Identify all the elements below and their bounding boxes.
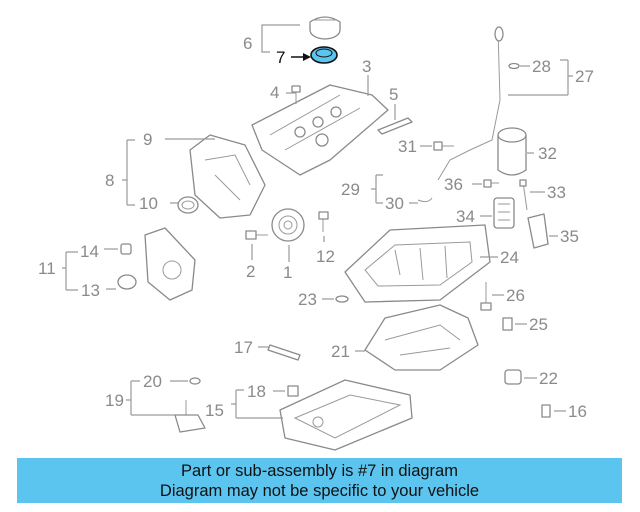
callout-15: 15 [205,401,224,420]
part-30-tube [417,197,433,203]
part-4-bolt [291,85,301,104]
callout-23: 23 [298,290,317,309]
callout-29: 29 [341,180,360,199]
parts-diagram: 6 7 3 4 5 9 8 10 [38,16,594,451]
callout-7: 7 [276,48,285,67]
part-7-seal [310,46,338,64]
callout-19: 19 [105,391,124,410]
part-31-bolt [433,141,454,151]
part-33-stud [519,179,528,211]
callout-10: 10 [139,194,158,213]
part-24-upper-pan [344,224,491,303]
part-19-pickup [174,400,206,433]
part-9-timing-cover [189,134,266,219]
part-1-pulley [271,208,305,242]
part-14-plug [120,243,132,255]
part-20-oring [189,377,201,385]
banner-line-2: Diagram may not be specific to your vehi… [159,481,480,500]
callout-6: 6 [243,34,252,53]
callout-13: 13 [81,281,100,300]
callout-3: 3 [362,57,371,76]
part-21-baffle [364,304,479,371]
part-16-plug [541,404,551,418]
part-12-bolt [318,211,329,232]
part-35-gasket [527,213,549,249]
callout-36: 36 [444,175,463,194]
callout-27: 27 [575,67,594,86]
callout-9: 9 [143,130,152,149]
part-22-sensor [504,369,522,385]
callout-2: 2 [246,262,255,281]
part-13-seal [117,274,137,290]
callout-17: 17 [234,338,253,357]
callout-12: 12 [316,247,335,266]
callout-11: 11 [38,259,56,278]
callout-32: 32 [538,144,557,163]
callout-25: 25 [529,315,548,334]
part-17-pipe [267,344,301,361]
part-23-oring [335,295,349,303]
callout-30: 30 [385,194,404,213]
callout-20: 20 [143,372,162,391]
part-18-plug [287,385,299,397]
callout-33: 33 [547,183,566,202]
part-25-bolt [502,317,513,331]
callout-14: 14 [80,242,99,261]
callout-21: 21 [331,342,350,361]
part-34-cooler [493,197,515,229]
callout-8: 8 [105,171,114,190]
banner-line-1: Part or sub-assembly is #7 in diagram [181,461,458,480]
callout-28: 28 [532,57,551,76]
callout-31: 31 [398,137,417,156]
callout-5: 5 [389,85,398,104]
part-11-lower-cover [144,227,196,301]
callout-26: 26 [506,286,525,305]
info-banner: Part or sub-assembly is #7 in diagram Di… [17,458,622,503]
callout-24: 24 [500,248,519,267]
part-26-bolt [480,282,492,311]
part-28-oring [508,62,520,70]
part-27-dipstick [437,26,504,181]
part-2-bolt [245,230,268,240]
part-10-seal [177,196,199,214]
part-15-lower-pan [279,379,413,451]
part-6-oil-cap [309,16,341,40]
part-3-head-cover [251,84,389,176]
callout-4: 4 [270,83,279,102]
part-36-bolt [483,179,499,188]
part-5-bracket [377,117,413,135]
part-32-filter [497,127,527,176]
callout-34: 34 [456,207,475,226]
callout-35: 35 [560,227,579,246]
callout-1: 1 [283,263,292,282]
callout-22: 22 [539,369,558,388]
callout-16: 16 [568,402,587,421]
callout-18: 18 [247,382,266,401]
